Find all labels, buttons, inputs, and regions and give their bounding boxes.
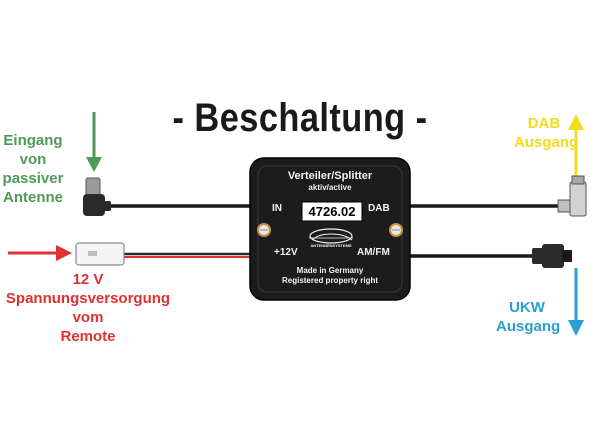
power-label-line-3: vom — [72, 309, 104, 326]
input-label-line-4: Antenne — [3, 189, 63, 206]
power-label-line-4: Remote — [60, 328, 116, 345]
dab-arrow — [568, 114, 584, 180]
ukw-label-line-1: UKW — [509, 299, 545, 316]
model-number: 4726.02 — [308, 204, 356, 219]
dab-label-line-2: Ausgang — [514, 134, 579, 151]
logo-text: ANTENNENSYSTEME — [310, 243, 352, 248]
input-label-line-2: von — [19, 151, 47, 168]
device-footer-line-1: Made in Germany — [296, 266, 364, 275]
device-subheader: aktiv/active — [308, 183, 352, 192]
power-label-line-2: Spannungsversorgung — [5, 290, 171, 307]
input-arrow — [86, 112, 102, 172]
splitter-box — [249, 157, 411, 301]
input-label: Eingang von passiver Antenne — [0, 131, 66, 207]
device-footer-line-2: Registered property right — [281, 276, 378, 285]
port-dab-label: DAB — [368, 203, 390, 214]
brand-logo — [309, 228, 353, 244]
device-header: Verteiler/Splitter — [287, 170, 373, 182]
input-connector — [83, 177, 111, 216]
port-12v-label: +12V — [274, 247, 298, 258]
power-connector — [75, 242, 125, 266]
ukw-arrow — [568, 268, 584, 336]
model-plate — [301, 201, 363, 222]
input-label-line-1: Eingang — [3, 132, 63, 149]
port-amfm-label: AM/FM — [357, 247, 390, 258]
page-title: - Beschaltung - — [172, 96, 428, 140]
ukw-output-label: UKW Ausgang — [496, 298, 561, 336]
input-label-line-3: passiver — [2, 170, 64, 187]
device-footer: Made in Germany Registered property righ… — [272, 266, 388, 286]
dab-connector — [557, 175, 587, 217]
dab-label-line-1: DAB — [527, 115, 561, 132]
power-label-line-1: 12 V — [72, 271, 104, 288]
ukw-label-line-2: Ausgang — [496, 318, 561, 335]
port-in-label: IN — [272, 203, 282, 214]
ukw-connector — [532, 244, 572, 268]
cable-power — [124, 252, 250, 258]
power-arrow — [8, 245, 72, 261]
dab-output-label: DAB Ausgang — [514, 114, 579, 152]
power-label: 12 V Spannungsversorgung vom Remote — [0, 270, 176, 346]
